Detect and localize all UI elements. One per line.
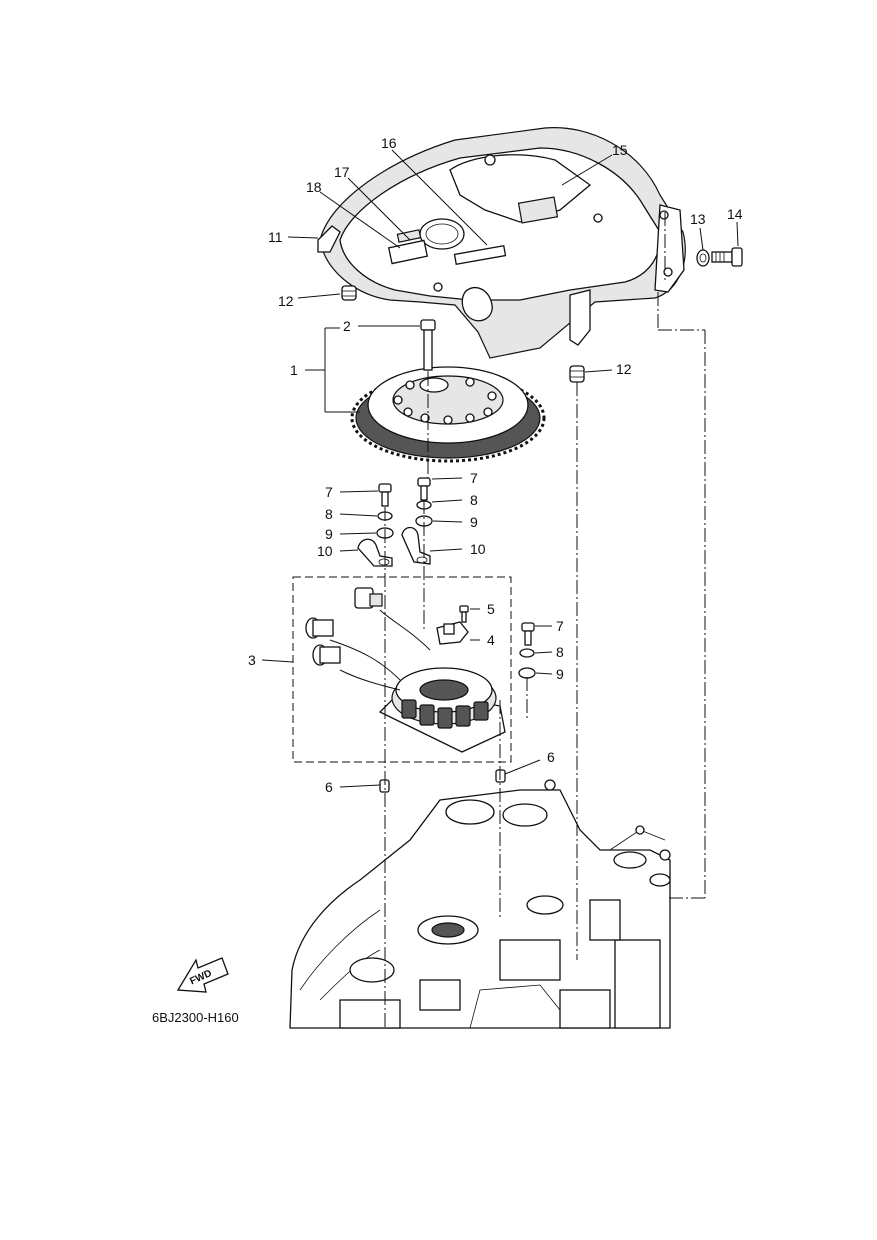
callout-labels: 1 2 3 4 5 6 6 7 7 7 8 8 8 9 9 9 10 10 11…: [248, 135, 743, 795]
callout-3: 3: [248, 652, 256, 668]
callout-2: 2: [343, 318, 351, 334]
callout-15: 15: [612, 142, 628, 158]
grommet-right: [569, 365, 585, 383]
collar-13: [696, 249, 710, 267]
callout-7: 7: [325, 484, 333, 500]
grommet-left: [341, 285, 357, 301]
washer-9-right: [518, 667, 536, 679]
callout-9: 9: [325, 526, 333, 542]
callout-6: 6: [547, 749, 555, 765]
callout-1: 1: [290, 362, 298, 378]
callout-7: 7: [470, 470, 478, 486]
callout-8: 8: [556, 644, 564, 660]
callout-9: 9: [470, 514, 478, 530]
connector-a: [354, 587, 383, 609]
callout-4: 4: [487, 632, 495, 648]
flywheel-magneto: [350, 366, 546, 463]
callout-11: 11: [268, 229, 283, 245]
callout-12: 12: [616, 361, 632, 377]
fwd-arrow-icon: FWD: [176, 957, 229, 993]
connector-c: [312, 644, 341, 666]
screw-5: [459, 605, 469, 623]
callout-13: 13: [690, 211, 706, 227]
callout-6: 6: [325, 779, 333, 795]
callout-14: 14: [727, 206, 743, 222]
callout-8: 8: [470, 492, 478, 508]
callout-18: 18: [306, 179, 322, 195]
stator-coils: [401, 699, 489, 729]
bolt-14: [711, 247, 743, 267]
callout-9: 9: [556, 666, 564, 682]
leader-lines: [261, 149, 739, 1028]
callout-5: 5: [487, 601, 495, 617]
callout-10: 10: [470, 541, 486, 557]
callout-16: 16: [381, 135, 397, 151]
callout-7: 7: [556, 618, 564, 634]
washer-8-right: [519, 648, 535, 658]
engine-block: [289, 779, 671, 1029]
flywheel-holes: [393, 377, 497, 425]
callout-12: 12: [278, 293, 294, 309]
pulser-coil-4: [436, 621, 469, 645]
bolt-7-left: [378, 483, 392, 507]
bolt-7-mid: [417, 477, 431, 501]
bolt-7-right: [521, 622, 535, 646]
clamp-10-left: [357, 538, 393, 567]
flywheel-bolt-2: [420, 319, 436, 372]
callout-17: 17: [334, 164, 350, 180]
callout-10: 10: [317, 543, 333, 559]
stator-assembly: [305, 587, 506, 753]
stator-assembly-box: [292, 576, 512, 763]
flywheel-cover: [317, 127, 686, 359]
callout-8: 8: [325, 506, 333, 522]
clamp-10-right: [401, 526, 431, 565]
diagram-code: 6BJ2300-H160: [152, 1010, 239, 1025]
connector-b: [305, 617, 334, 639]
